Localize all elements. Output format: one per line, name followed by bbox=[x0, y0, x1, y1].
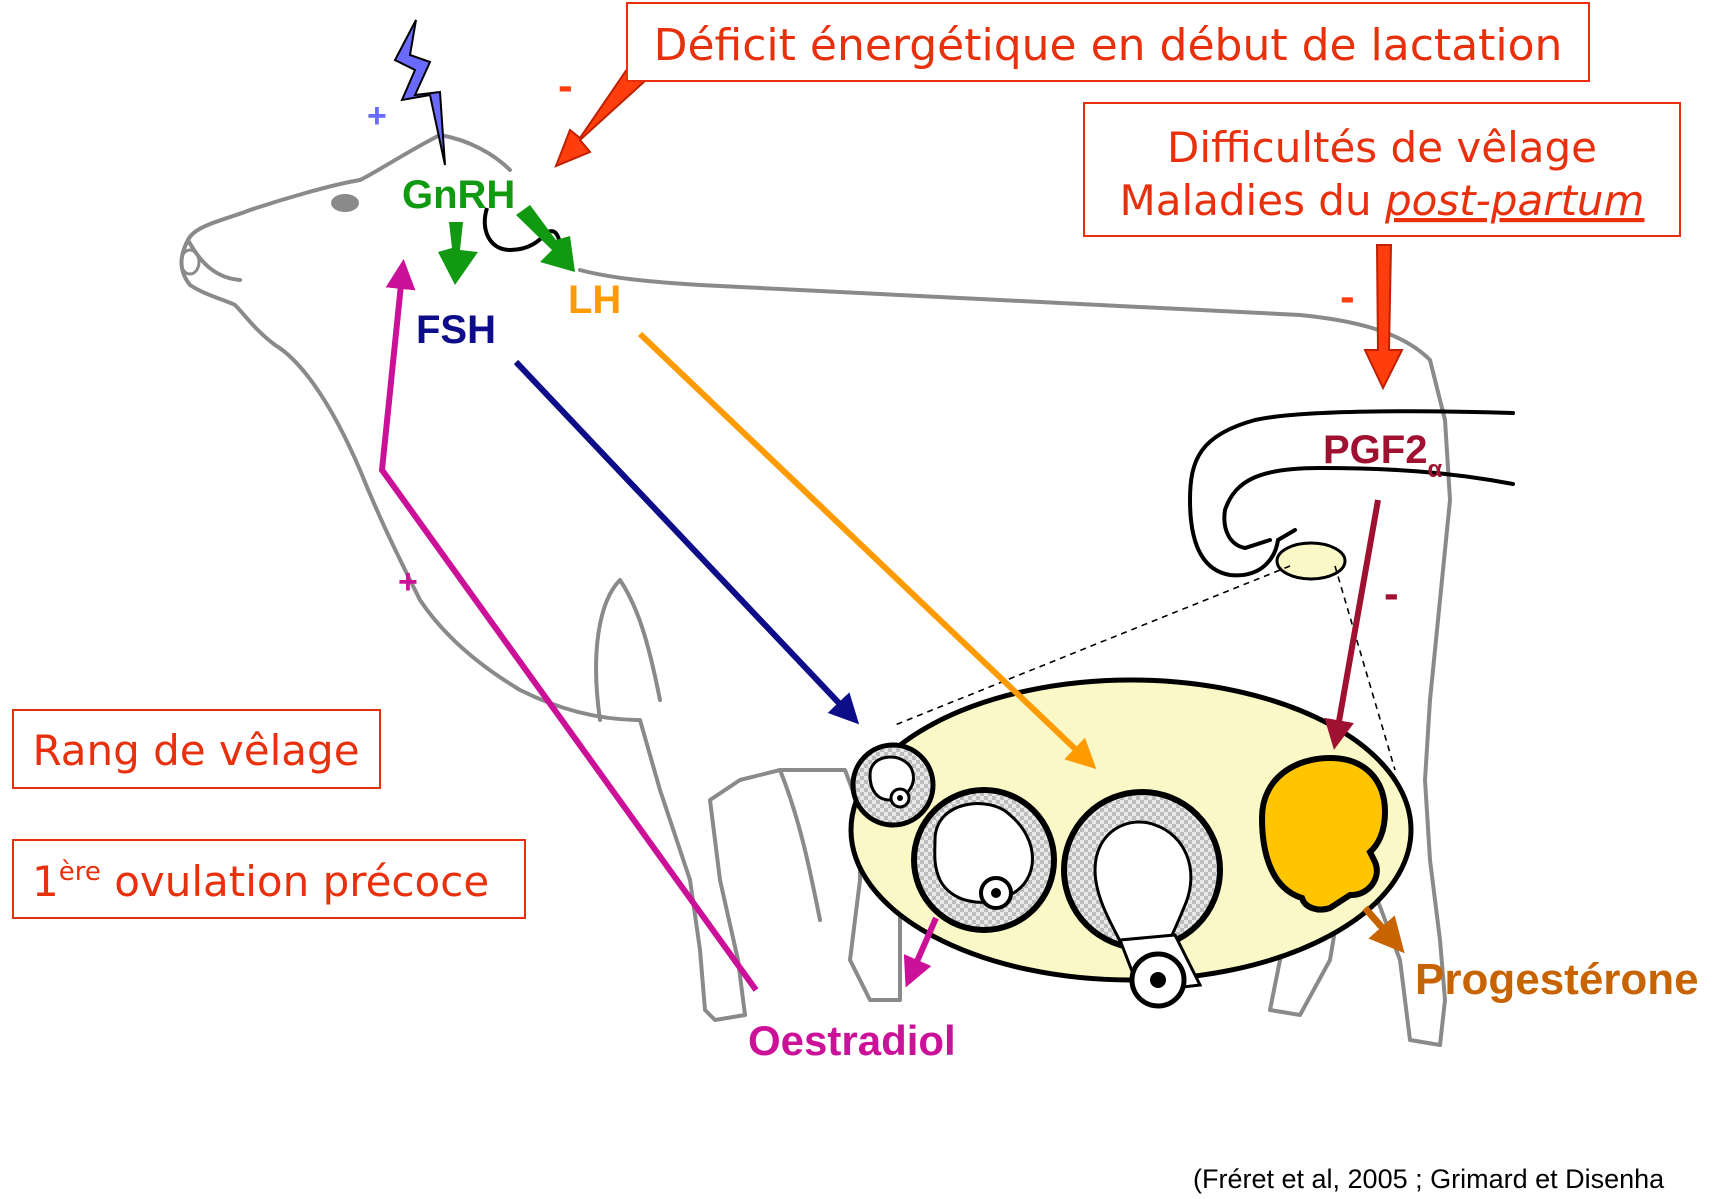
energy-minus-sign: - bbox=[558, 61, 573, 110]
citation-text: (Fréret et al, 2005 ; Grimard et Disenha bbox=[1193, 1164, 1665, 1194]
pgf2-label: PGF2α bbox=[1323, 428, 1442, 483]
calving-rank-text: Rang de vêlage bbox=[32, 726, 359, 775]
oocyte bbox=[1132, 954, 1184, 1006]
lightning-icon bbox=[395, 20, 445, 165]
cow-nostril bbox=[181, 250, 199, 274]
uterus-ovary-mini bbox=[1277, 543, 1345, 579]
first-ovulation-text: 1ère ovulation précoce bbox=[32, 857, 489, 906]
postpartum-disease-text: Maladies du post-partum bbox=[1120, 176, 1645, 225]
gnrh-arrows bbox=[438, 205, 575, 285]
lh-label: LH bbox=[568, 278, 621, 322]
calving-problems-box: Difficultés de vêlage Maladies du post-p… bbox=[1084, 103, 1680, 236]
calving-minus-sign: - bbox=[1340, 272, 1355, 321]
oestradiol-plus-sign: + bbox=[398, 563, 418, 601]
medium-follicle bbox=[914, 790, 1054, 930]
stimulus-plus-sign: + bbox=[367, 97, 387, 135]
fsh-label: FSH bbox=[416, 308, 496, 352]
calving-inhibition-arrow bbox=[1365, 245, 1402, 388]
progesterone-label: Progestérone bbox=[1415, 955, 1699, 1004]
lh-arrow bbox=[640, 334, 1092, 765]
corpus-luteum bbox=[1262, 758, 1385, 910]
first-ovulation-box: 1ère ovulation précoce bbox=[13, 840, 525, 918]
pgf2-minus-sign: - bbox=[1384, 569, 1399, 618]
oestradiol-label: Oestradiol bbox=[748, 1017, 956, 1064]
energy-deficit-text: Déficit énergétique en début de lactatio… bbox=[654, 20, 1563, 71]
calving-difficulty-text: Difficultés de vêlage bbox=[1167, 123, 1597, 172]
fsh-arrow bbox=[516, 362, 855, 720]
energy-deficit-box: Déficit énergétique en début de lactatio… bbox=[627, 3, 1589, 81]
small-follicle bbox=[853, 745, 933, 825]
cow-eye bbox=[331, 194, 359, 212]
gnrh-label: GnRH bbox=[402, 173, 515, 217]
calving-rank-box: Rang de vêlage bbox=[13, 710, 380, 788]
pgf2-arrow bbox=[1335, 500, 1378, 744]
